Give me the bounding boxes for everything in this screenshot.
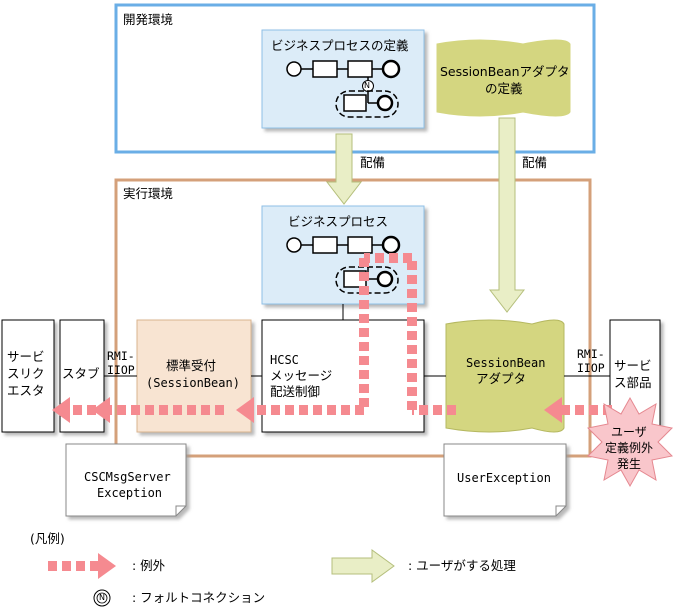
legend-user-action-label: : ユーザがする処理 — [408, 558, 516, 573]
service-requester-line3: エスタ — [7, 383, 45, 398]
stub-label: スタブ — [62, 366, 100, 381]
service-component-line2: ス部品 — [614, 375, 652, 390]
adapter-definition-line1: SessionBeanアダプタ — [440, 64, 570, 79]
hcsc-line2: メッセージ — [270, 368, 333, 383]
hcsc-line1: HCSC — [270, 353, 299, 367]
legend-title: (凡例) — [30, 531, 65, 546]
user-exception-label: UserException — [457, 471, 551, 485]
adapter-definition-shape — [436, 39, 571, 117]
business-process-title: ビジネスプロセス — [288, 214, 389, 229]
dev-environment-label: 開発環境 — [123, 12, 174, 27]
csc-exception-line1: CSCMsgServer — [84, 470, 171, 484]
hcsc-line3: 配送制御 — [270, 384, 321, 399]
legend-user-action-arrow — [331, 549, 395, 583]
session-adapter-line2: アダプタ — [476, 371, 527, 386]
service-requester-box — [1, 319, 55, 433]
legend-fault-symbol: N — [99, 593, 105, 602]
burst-line2: 定義例外 — [605, 441, 654, 455]
exception-arrowheads — [52, 397, 562, 423]
csc-exception-line2: Exception — [97, 486, 163, 500]
fault-connection-symbol: N — [364, 81, 370, 90]
rmi-right-line2: IIOP — [577, 361, 605, 375]
service-requester-line2: スリク — [7, 366, 45, 381]
service-component-line1: サービ — [614, 358, 652, 373]
process-flow-icon-runtime — [286, 235, 401, 294]
legend-fault-connection-icon — [93, 589, 111, 607]
rmi-right-line1: RMI- — [577, 347, 605, 361]
csc-exception-doc — [65, 443, 187, 517]
user-exception-burst — [586, 396, 674, 488]
user-exception-doc — [443, 443, 567, 517]
process-definition-box — [261, 29, 425, 129]
runtime-environment-label: 実行環境 — [123, 186, 174, 201]
standard-receiver-line2: (SessionBean) — [146, 376, 240, 390]
deploy-label-right: 配備 — [522, 155, 548, 170]
dev-environment-box — [114, 3, 596, 154]
adapter-definition-line2: の定義 — [485, 81, 523, 96]
legend-exception-label: : 例外 — [132, 558, 166, 573]
burst-line3: 発生 — [617, 457, 642, 471]
deploy-label-left: 配備 — [360, 155, 386, 170]
legend-exception-head — [98, 553, 116, 579]
deploy-arrow-right — [488, 117, 526, 313]
process-flow-icon — [286, 59, 401, 118]
service-requester-line1: サービ — [7, 349, 45, 364]
deploy-arrow-left — [325, 133, 363, 205]
burst-line1: ユーザ — [611, 425, 647, 439]
session-adapter-line1: SessionBean — [466, 356, 546, 370]
legend-fault-connection-label: : フォルトコネクション — [132, 590, 266, 605]
session-adapter-shape — [445, 319, 565, 433]
rmi-left-line1: RMI- — [107, 349, 135, 363]
standard-receiver-line1: 標準受付 — [166, 358, 217, 373]
runtime-environment-box — [114, 178, 592, 458]
process-definition-title: ビジネスプロセスの定義 — [271, 38, 409, 53]
rmi-left-line2: IIOP — [107, 363, 135, 377]
